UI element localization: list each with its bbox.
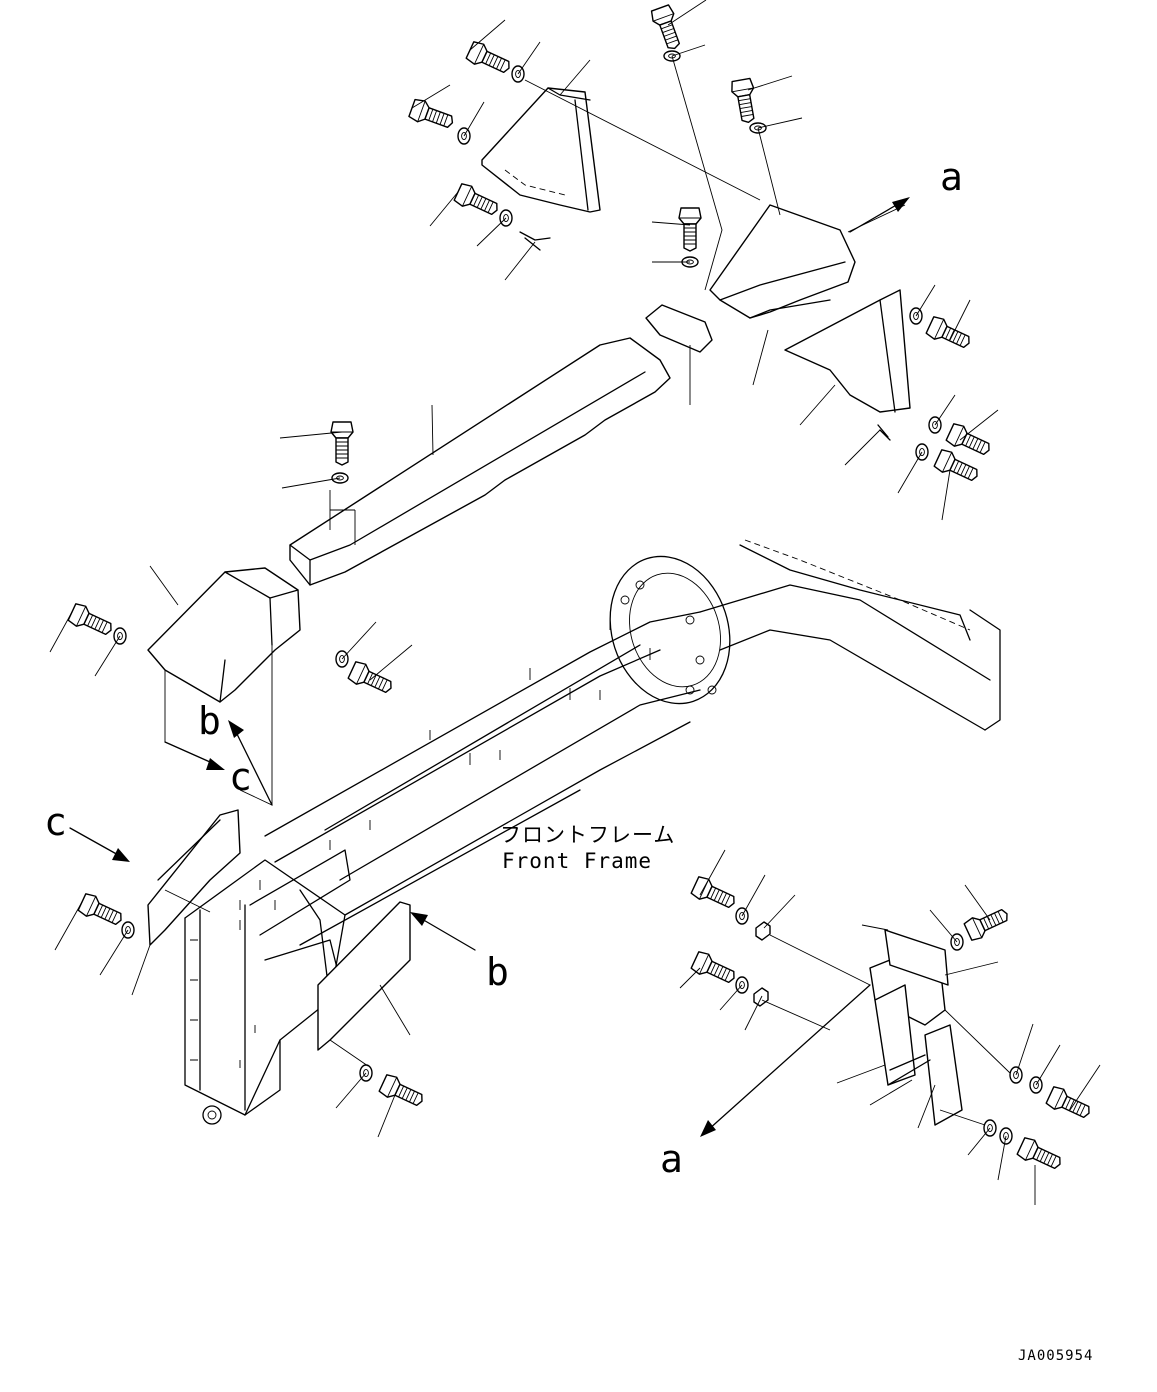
view-label-b-top: b [198, 699, 221, 743]
center-plate [645, 304, 713, 405]
view-label-c-top: c [229, 755, 252, 799]
cover-top-right [648, 0, 999, 521]
view-label-a-bottom: a [660, 1137, 683, 1181]
bracket-assembly [679, 849, 1101, 1205]
front-frame [184, 539, 1001, 1125]
view-label-b-side: b [486, 950, 509, 994]
diagram-labels: a a b b c c フロントフレーム Front Frame JA00595… [44, 155, 1093, 1364]
view-arrows [69, 197, 910, 1137]
side-plate-c [54, 809, 241, 996]
cover-front-left [49, 565, 413, 806]
frame-label-en: Front Frame [502, 849, 652, 873]
view-label-c-side: c [44, 800, 67, 844]
view-label-a-top: a [940, 155, 963, 199]
frame-label-jp: フロントフレーム [500, 823, 675, 847]
cover-top-left [407, 19, 761, 281]
cover-middle-long [279, 337, 671, 586]
side-plate-b [317, 901, 428, 1138]
drawing-code: JA005954 [1018, 1348, 1093, 1364]
